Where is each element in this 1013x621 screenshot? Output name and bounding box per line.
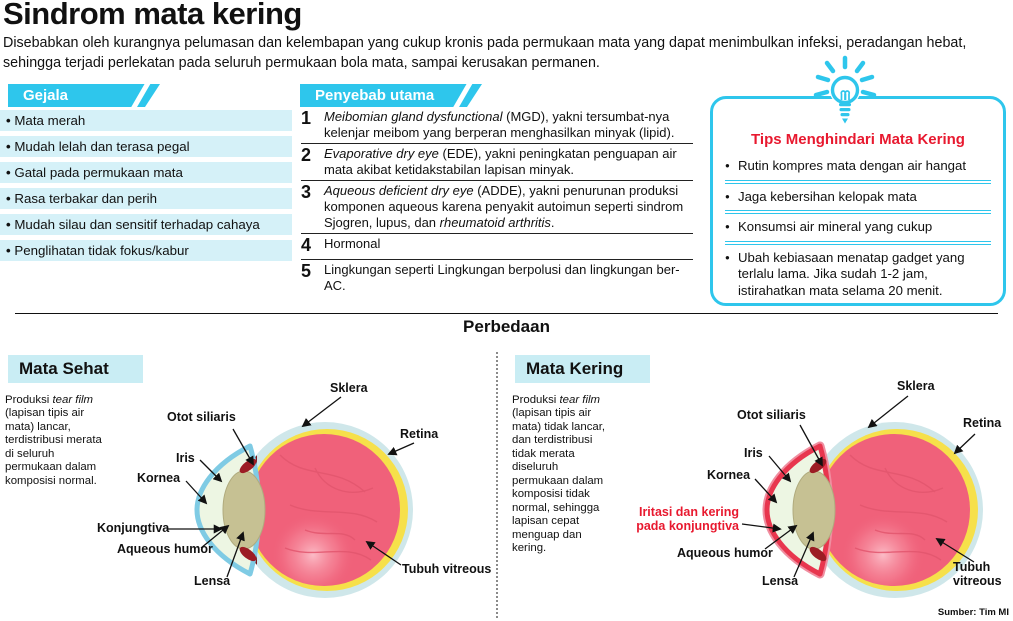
cause-text-italic: Evaporative dry eye	[324, 146, 439, 162]
label-otot-siliaris: Otot siliaris	[737, 408, 806, 422]
cause-text-italic: Meibomian gland dysfunctional	[324, 109, 503, 124]
label-aqueous-humor: Aqueous humor	[117, 542, 213, 556]
tip-item: Konsumsi air mineral yang cukup	[725, 210, 991, 241]
symptom-item: Mudah lelah dan terasa pegal	[0, 136, 292, 157]
label-lensa: Lensa	[762, 574, 799, 588]
cause-text-normal-tail: .	[550, 214, 555, 230]
cause-number: 1	[301, 108, 312, 128]
symptoms-header-label: Gejala	[23, 87, 69, 104]
cause-text-normal: Lingkungan seperti Lingkungan berpolusi …	[324, 261, 680, 293]
cause-text: Aqueous deficient dry eye (ADDE), yakni …	[324, 183, 693, 230]
label-tubuh-vitreous: Tubuh vitreous	[953, 560, 1002, 589]
dry-eye-label: Mata Kering	[515, 355, 650, 383]
cause-text-italic: Aqueous deficient dry eye	[324, 183, 474, 199]
tips-list: Rutin kompres mata dengan air hangat Jag…	[725, 153, 991, 304]
tip-item: Rutin kompres mata dengan air hangat	[725, 153, 991, 180]
cause-text-normal: (MGD), yakni tersumbat-nya kelenjar meib…	[324, 109, 675, 140]
label-sklera: Sklera	[330, 381, 368, 395]
symptoms-list: Mata merah Mudah lelah dan terasa pegal …	[0, 110, 292, 266]
desc-post: (lapisan tipis air mata) lancar, terdist…	[5, 407, 102, 487]
cause-item: 5 Lingkungan seperti Lingkungan berpolus…	[301, 258, 693, 296]
dry-leader-lines	[741, 395, 976, 578]
cause-item: 2 Evaporative dry eye (EDE), yakni penin…	[301, 143, 693, 180]
healthy-eye-description: Produksi tear film (lapisan tipis air ma…	[5, 394, 108, 488]
tip-item: Ubah kebiasaan menatap gadget yang terla…	[725, 240, 991, 305]
banner-slash-decoration	[130, 80, 151, 112]
cause-text: Lingkungan seperti Lingkungan berpolusi …	[324, 262, 693, 293]
healthy-eyeball	[194, 422, 413, 598]
label-kornea: Kornea	[137, 471, 181, 485]
lightbulb-icon	[813, 55, 877, 130]
cause-number: 3	[301, 182, 312, 203]
causes-header-banner: Penyebab utama	[300, 84, 482, 107]
cause-text: Hormonal	[324, 236, 380, 256]
cause-number: 5	[301, 260, 312, 281]
cause-item: 4 Hormonal	[301, 233, 693, 259]
dry-eyeball	[762, 422, 983, 598]
causes-list: 1 Meibomian gland dysfunctional (MGD), y…	[301, 107, 693, 296]
label-irritation: Iritasi dan kering pada konjungtiva	[636, 505, 739, 534]
symptoms-header-banner: Gejala	[8, 84, 160, 107]
healthy-eye-label: Mata Sehat	[8, 355, 143, 383]
source-credit: Sumber: Tim MI	[937, 607, 1009, 618]
cause-text: Meibomian gland dysfunctional (MGD), yak…	[324, 109, 693, 140]
label-lensa: Lensa	[194, 574, 231, 588]
comparison-dashed-separator	[496, 352, 498, 618]
label-aqueous-humor: Aqueous humor	[677, 546, 773, 560]
dry-eye-panel: Mata Kering Produksi tear film (lapisan …	[497, 350, 1013, 621]
label-konjungtiva: Konjungtiva	[97, 521, 170, 535]
cause-item: 3 Aqueous deficient dry eye (ADDE), yakn…	[301, 180, 693, 233]
label-tubuh-vitreous: Tubuh vitreous	[402, 562, 492, 576]
label-iris: Iris	[744, 446, 763, 460]
label-otot-siliaris: Otot siliaris	[167, 410, 236, 424]
healthy-eye-diagram	[168, 396, 415, 598]
desc-italic: tear film	[52, 394, 93, 406]
symptom-item: Gatal pada permukaan mata	[0, 162, 292, 183]
label-retina: Retina	[400, 427, 439, 441]
label-retina: Retina	[963, 416, 1002, 430]
cause-number: 4	[301, 235, 312, 256]
page-title: Sindrom mata kering	[3, 0, 302, 31]
tips-title: Tips Menghindari Mata Kering	[751, 131, 965, 148]
cause-text: Evaporative dry eye (EDE), yakni peningk…	[324, 146, 693, 177]
desc-pre: Produksi	[512, 394, 560, 406]
symptom-item: Penglihatan tidak fokus/kabur	[0, 240, 292, 261]
desc-post: (lapisan tipis air mata) tidak lancar, d…	[512, 407, 606, 554]
causes-header-label: Penyebab utama	[315, 87, 435, 104]
cause-item: 1 Meibomian gland dysfunctional (MGD), y…	[301, 107, 693, 143]
symptom-item: Mata merah	[0, 110, 292, 131]
cause-text-normal: (EDE), yakni peningkatan penguapan air m…	[324, 146, 677, 177]
intro-paragraph: Disebabkan oleh kurangnya pelumasan dan …	[3, 35, 967, 71]
section-divider	[15, 313, 998, 314]
comparison-heading: Perbedaan	[463, 317, 550, 336]
tips-box: Tips Menghindari Mata Kering Rutin kompr…	[710, 96, 1006, 306]
symptom-item: Rasa terbakar dan perih	[0, 188, 292, 209]
healthy-leader-lines	[168, 396, 415, 578]
desc-pre: Produksi	[5, 394, 53, 406]
dry-eye-diagram	[741, 395, 983, 598]
healthy-eye-panel: Mata Sehat Produksi tear film (lapisan t…	[0, 350, 497, 621]
label-sklera: Sklera	[897, 379, 935, 393]
desc-italic: tear film	[559, 394, 600, 406]
label-iris: Iris	[176, 451, 195, 465]
label-kornea: Kornea	[707, 468, 751, 482]
cause-text-normal: (ADDE), yakni penurunan produksi kompone…	[324, 183, 684, 230]
tip-item: Jaga kebersihan kelopak mata	[725, 179, 991, 211]
cause-number: 2	[301, 145, 312, 166]
cause-text-italic-tail: rheumatoid arthritis	[439, 214, 551, 230]
dry-eye-description: Produksi tear film (lapisan tipis air ma…	[512, 394, 609, 555]
symptom-item: Mudah silau dan sensitif terhadap cahaya	[0, 214, 292, 235]
cause-text-normal: Hormonal	[324, 236, 381, 252]
